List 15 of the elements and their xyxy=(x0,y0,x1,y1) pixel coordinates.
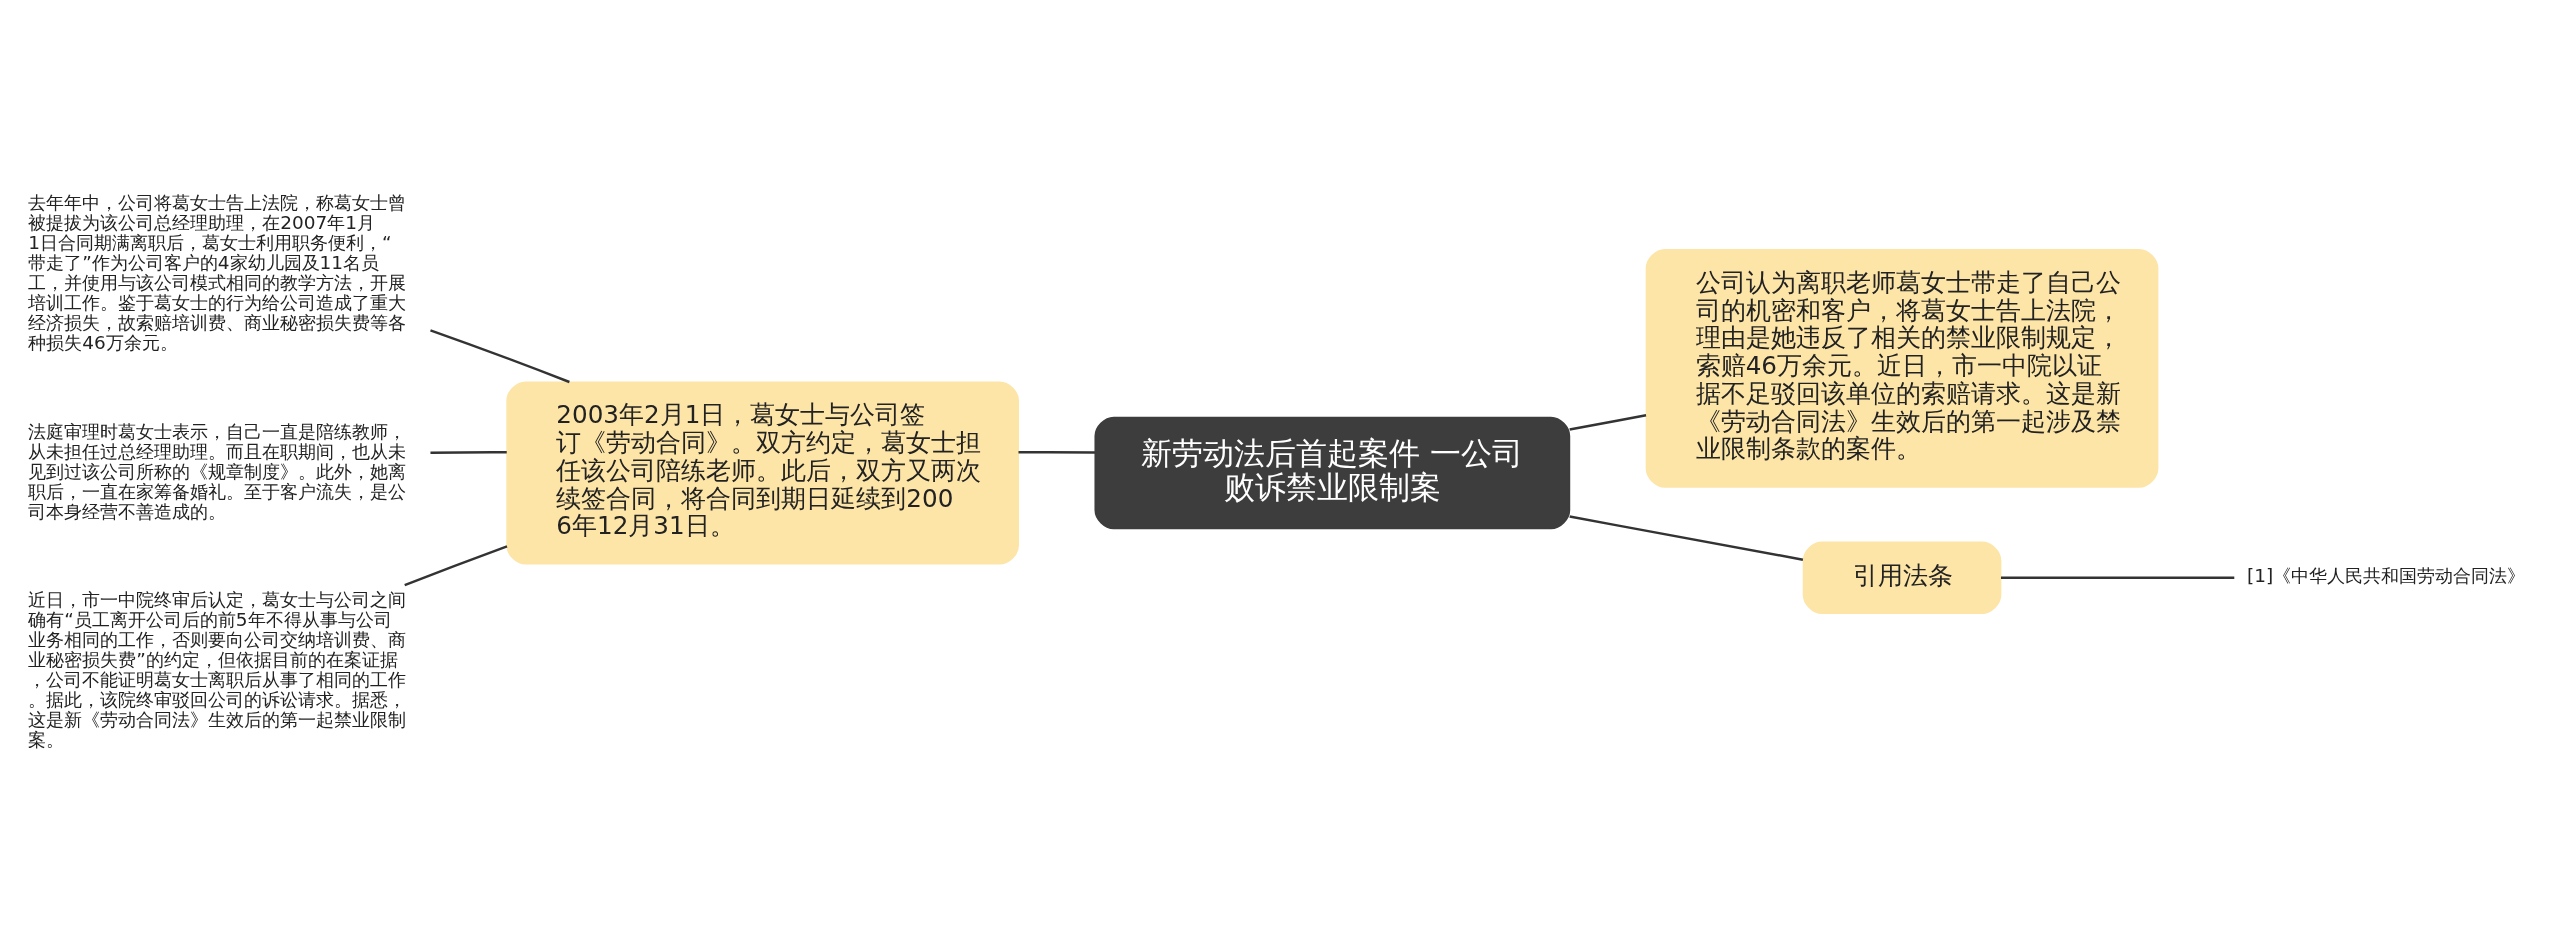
node-text: 去年年中，公司将葛女士告上法院，称葛女士曾被提拔为该公司总经理助理，在2007年1月1日合同期满离职后，葛女士利用职务便利，“带走了”作为公司客户的4家幼儿园及11名员工，并使用与该公司模式相同的教学方法，开展培训工作。鉴于葛女士的行为给公司造成了重大经济损失，故索赔培训费、商业秘密损失费等各种损失46万余元。 xyxy=(28,192,407,354)
connector xyxy=(404,545,508,587)
node-box: 引用法条 xyxy=(1802,541,2002,614)
connector xyxy=(430,451,507,454)
node-box: 2003年2月1日，葛女士与公司签订《劳动合同》。双方约定，葛女士担任该公司陪练老师。此后，双方又两次续签合同，将合同到期日延续到2006年12月31日。 xyxy=(506,381,1019,565)
connector xyxy=(1569,414,1647,431)
node-box: 新劳动法后首起案件 一公司败诉禁业限制案 xyxy=(1094,416,1571,530)
connector xyxy=(1018,450,1095,454)
node-text: [1]《中华人民共和国劳动合同法》 xyxy=(2246,565,2526,587)
node-text: 法庭审理时葛女士表示，自己一直是陪练教师，从未担任过总经理助理。而且在职期间，也从未见到过该公司所称的《规章制度》。此外，她离职后，一直在家筹备婚礼。至于客户流失，是公司本身经营不善造成的。 xyxy=(28,420,407,522)
connector xyxy=(430,329,570,384)
node-text: 近日，市一中院终审后认定，葛女士与公司之间确有“员工离开公司后的前5年不得从事与公司业务相同的工作，否则要向公司交纳培训费、商业秘密损失费”的约定，但依据目前的在案证据，公司不能证明葛女士离职后从事了相同的工作。据此，该院终审驳回公司的诉讼请求。据悉，这是新《劳动合同法》生效后的第一起禁业限制案。 xyxy=(28,589,407,751)
connector xyxy=(1569,515,1804,561)
connector xyxy=(2001,576,2235,579)
node-box: 公司认为离职老师葛女士带走了自己公司的机密和客户，将葛女士告上法院，理由是她违反了相关的禁业限制规定，索赔46万余元。近日，市一中院以证据不足驳回该单位的索赔请求。这是新《劳动合同法》生效后的第一起涉及禁业限制条款的案件。 xyxy=(1645,249,2159,488)
